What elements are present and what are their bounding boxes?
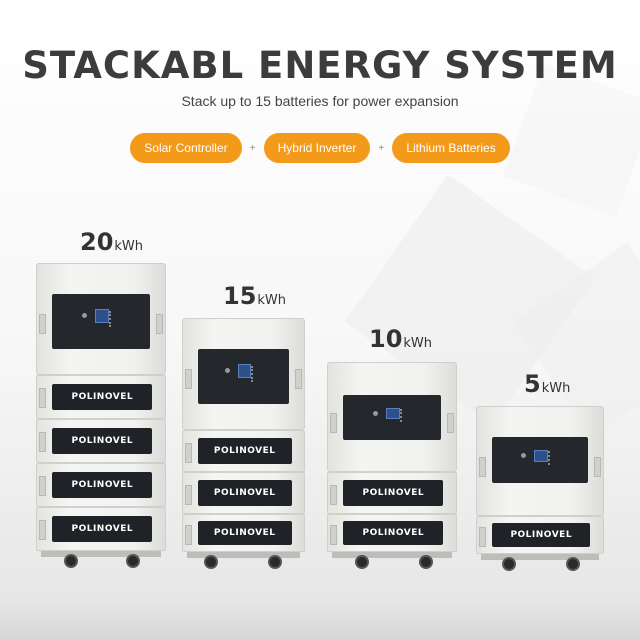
page-subtitle: Stack up to 15 batteries for power expan… <box>181 93 459 109</box>
inverter-display-panel <box>197 349 290 404</box>
caster-wheel <box>126 554 140 568</box>
caster-wheel <box>268 555 282 569</box>
battery-module: POLINOVEL <box>36 375 166 419</box>
battery-module: POLINOVEL <box>182 430 305 472</box>
battery-module: POLINOVEL <box>327 514 457 552</box>
battery-module: POLINOVEL <box>476 516 604 554</box>
page-title: STACKABL ENERGY SYSTEM <box>22 44 618 87</box>
battery-module: POLINOVEL <box>182 472 305 514</box>
brand-logo: POLINOVEL <box>362 528 425 538</box>
caster-wheel <box>566 557 580 571</box>
inverter-unit <box>476 406 604 516</box>
battery-stack-10kwh: POLINOVEL POLINOVEL <box>327 362 457 569</box>
brand-logo: POLINOVEL <box>71 524 134 534</box>
inverter-display-panel <box>52 294 150 349</box>
brand-logo: POLINOVEL <box>510 530 573 540</box>
battery-stack-5kwh: POLINOVEL <box>476 406 604 571</box>
caster-wheel <box>64 554 78 568</box>
caster-wheel <box>204 555 218 569</box>
brand-logo: POLINOVEL <box>213 488 276 498</box>
capacity-label-20: 20kWh <box>80 228 144 256</box>
battery-stack-20kwh: POLINOVEL POLINOVEL POLINOVEL POLINOVEL <box>36 263 166 568</box>
brand-logo: POLINOVEL <box>213 446 276 456</box>
plus-separator: + <box>378 142 385 154</box>
capacity-label-15: 15kWh <box>223 282 287 310</box>
lcd-screen <box>534 449 548 462</box>
inverter-unit <box>36 263 166 375</box>
battery-module: POLINOVEL <box>36 507 166 551</box>
brand-logo: POLINOVEL <box>71 436 134 446</box>
inverter-display-panel <box>343 395 441 440</box>
brand-logo: POLINOVEL <box>71 480 134 490</box>
plus-separator: + <box>249 142 256 154</box>
battery-stack-15kwh: POLINOVEL POLINOVEL POLINOVEL <box>182 318 305 569</box>
floor-shadow <box>0 600 640 640</box>
caster-wheel <box>502 557 516 571</box>
tag-lithium-batteries: Lithium Batteries <box>392 133 510 163</box>
brand-logo: POLINOVEL <box>362 488 425 498</box>
brand-logo: POLINOVEL <box>213 528 276 538</box>
tag-hybrid-inverter: Hybrid Inverter <box>263 133 371 163</box>
tag-solar-controller: Solar Controller <box>130 133 242 163</box>
brand-logo: POLINOVEL <box>71 392 134 402</box>
capacity-label-10: 10kWh <box>369 325 433 353</box>
component-tags: Solar Controller + Hybrid Inverter + Lit… <box>0 133 640 163</box>
lcd-screen <box>95 309 109 324</box>
caster-wheel <box>355 555 369 569</box>
caster-wheel <box>419 555 433 569</box>
battery-module: POLINOVEL <box>327 472 457 514</box>
battery-module: POLINOVEL <box>182 514 305 552</box>
battery-module: POLINOVEL <box>36 419 166 463</box>
inverter-unit <box>327 362 457 472</box>
inverter-unit <box>182 318 305 430</box>
lcd-screen <box>386 407 400 420</box>
capacity-label-5: 5kWh <box>524 370 571 398</box>
battery-module: POLINOVEL <box>36 463 166 507</box>
lcd-screen <box>237 364 251 379</box>
inverter-display-panel <box>492 437 588 483</box>
